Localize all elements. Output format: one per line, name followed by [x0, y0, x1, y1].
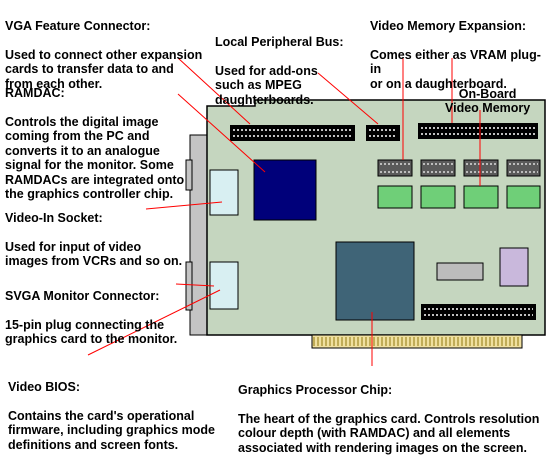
bios-title: Video BIOS:	[8, 379, 81, 394]
leader-svga	[175, 283, 215, 287]
onboard-memory-chips	[377, 185, 541, 209]
video-memory-expansion-connector	[418, 123, 538, 139]
memory-chip	[463, 185, 499, 209]
vram-socket	[420, 159, 456, 177]
ramdac-chip	[253, 159, 317, 221]
gold-edge-connector	[311, 334, 523, 349]
video-in-socket	[209, 169, 239, 216]
vga-feature-desc: Used to connect other expansion cards to…	[5, 47, 203, 91]
svga-desc: 15-pin plug connecting the graphics card…	[5, 317, 178, 347]
memory-chip	[377, 185, 413, 209]
vram-sockets	[377, 159, 541, 177]
bios-chip	[499, 247, 529, 287]
small-chip	[436, 262, 484, 281]
local-bus-desc: Used for add-ons such as MPEG daughterbo…	[215, 63, 318, 107]
local-peripheral-bus-connector	[366, 125, 400, 141]
vga-feature-connector	[230, 125, 355, 141]
gpu-desc: The heart of the graphics card. Controls…	[238, 411, 540, 455]
vga-feature-title: VGA Feature Connector:	[5, 18, 151, 33]
label-onboard-video-memory: On-Board Video Memory	[445, 72, 530, 130]
label-svga-monitor-connector: SVGA Monitor Connector: 15-pin plug conn…	[5, 274, 177, 361]
leader-video-in	[145, 201, 223, 210]
gpu-title: Graphics Processor Chip:	[238, 382, 393, 397]
ramdac-desc: Controls the digital image coming from t…	[5, 114, 185, 202]
graphics-card-diagram	[87, 57, 546, 366]
vram-socket	[377, 159, 413, 177]
vram-socket	[463, 159, 499, 177]
leader-vga-feature	[177, 57, 251, 125]
label-video-in-socket: Video-In Socket: Used for input of video…	[5, 196, 182, 283]
video-in-title: Video-In Socket:	[5, 210, 103, 225]
video-memory-expansion-desc: Comes either as VRAM plug-in or on a dau…	[370, 47, 541, 91]
vram-socket	[506, 159, 541, 177]
label-vga-feature-connector: VGA Feature Connector: Used to connect o…	[5, 4, 202, 106]
label-video-memory-expansion: Video Memory Expansion: Comes either as …	[370, 4, 550, 106]
svga-title: SVGA Monitor Connector:	[5, 288, 160, 303]
label-graphics-processor-chip: Graphics Processor Chip: The heart of th…	[238, 368, 539, 470]
memory-chip	[420, 185, 456, 209]
memory-chip	[506, 185, 541, 209]
leader-local-bus	[317, 72, 379, 125]
local-bus-title: Local Peripheral Bus:	[215, 34, 344, 49]
svga-connector	[209, 261, 239, 310]
leader-lines	[87, 57, 481, 366]
ramdac-title: RAMDAC:	[5, 85, 65, 100]
bios-desc: Contains the card's operational firmware…	[8, 408, 215, 452]
graphics-processor-chip	[335, 241, 415, 321]
label-ramdac: RAMDAC: Controls the digital image comin…	[5, 71, 184, 216]
video-in-desc: Used for input of video images from VCRs…	[5, 239, 183, 269]
label-video-bios: Video BIOS: Contains the card's operatio…	[8, 365, 215, 467]
video-memory-expansion-title: Video Memory Expansion:	[370, 18, 527, 33]
leader-bios	[87, 289, 221, 356]
label-local-peripheral-bus: Local Peripheral Bus: Used for add-ons s…	[215, 20, 344, 122]
onboard-memory-title: On-Board Video Memory	[445, 86, 531, 116]
leader-ramdac	[177, 93, 266, 173]
lower-connector	[421, 304, 536, 320]
